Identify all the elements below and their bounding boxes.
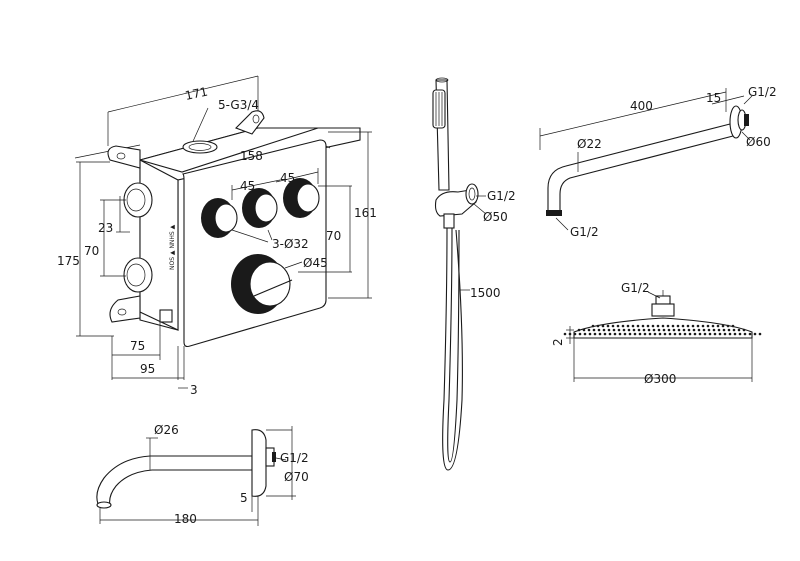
label-left-spacing-70: 70 — [84, 244, 99, 258]
label-big-knob: Ø45 — [303, 256, 328, 270]
label-spout-length: 180 — [174, 512, 197, 526]
label-box-outlets: 5-G3/4 — [218, 98, 259, 112]
label-arm-thread-bottom: G1/2 — [570, 225, 599, 239]
bath-spout: Ø26 G1/2 Ø70 5 180 — [96, 423, 309, 526]
small-knob-1 — [201, 198, 238, 238]
label-box-faceplate: 158 — [240, 149, 263, 163]
mixer-box: NOS ▲ NNHS ▲ — [57, 75, 377, 397]
label-arm-flange: 15 — [706, 91, 721, 105]
label-holder-thread: G1/2 — [487, 189, 516, 203]
small-knob-2 — [242, 188, 278, 228]
label-box-width: 171 — [184, 84, 209, 102]
label-knob-vertical: 70 — [326, 229, 341, 243]
label-box-height: 161 — [354, 206, 377, 220]
svg-text:NOS ▲ NNHS ▲: NOS ▲ NNHS ▲ — [169, 224, 176, 270]
label-box-total-height: 175 — [57, 254, 80, 268]
label-hand-hose: 1500 — [470, 286, 501, 300]
label-small-knobs: 3-Ø32 — [272, 237, 309, 251]
label-head-thickness: 2 — [551, 338, 565, 346]
label-knob-spacing-2: 45 — [280, 171, 295, 185]
label-plate-thickness: 3 — [190, 383, 198, 397]
label-arm-length: 400 — [630, 99, 653, 113]
label-knob-spacing-1: 45 — [240, 179, 255, 193]
label-spout-thread: G1/2 — [280, 451, 309, 465]
shower-head: G1/2 2 Ø300 — [551, 281, 762, 386]
small-knob-3 — [283, 178, 320, 218]
label-left-spacing-23: 23 — [98, 221, 113, 235]
label-head-thread: G1/2 — [621, 281, 650, 295]
label-arm-flange-dia: Ø60 — [746, 135, 771, 149]
hand-shower: G1/2 Ø50 1500 — [432, 77, 516, 471]
label-box-depth-95: 95 — [140, 362, 155, 376]
label-head-dia: Ø300 — [644, 372, 676, 386]
label-box-depth-75: 75 — [130, 339, 145, 353]
shower-arm: 400 15 G1/2 Ø22 Ø60 G1/2 — [539, 85, 777, 239]
label-arm-thread-top: G1/2 — [748, 85, 777, 99]
label-spout-pipe-dia: Ø26 — [154, 423, 179, 437]
label-arm-pipe-dia: Ø22 — [577, 137, 602, 151]
label-holder-dia: Ø50 — [483, 210, 508, 224]
label-spout-flange-depth: 5 — [240, 491, 248, 505]
nozzle-dots — [563, 324, 762, 336]
label-spout-flange-dia: Ø70 — [284, 470, 309, 484]
big-knob — [231, 254, 293, 314]
